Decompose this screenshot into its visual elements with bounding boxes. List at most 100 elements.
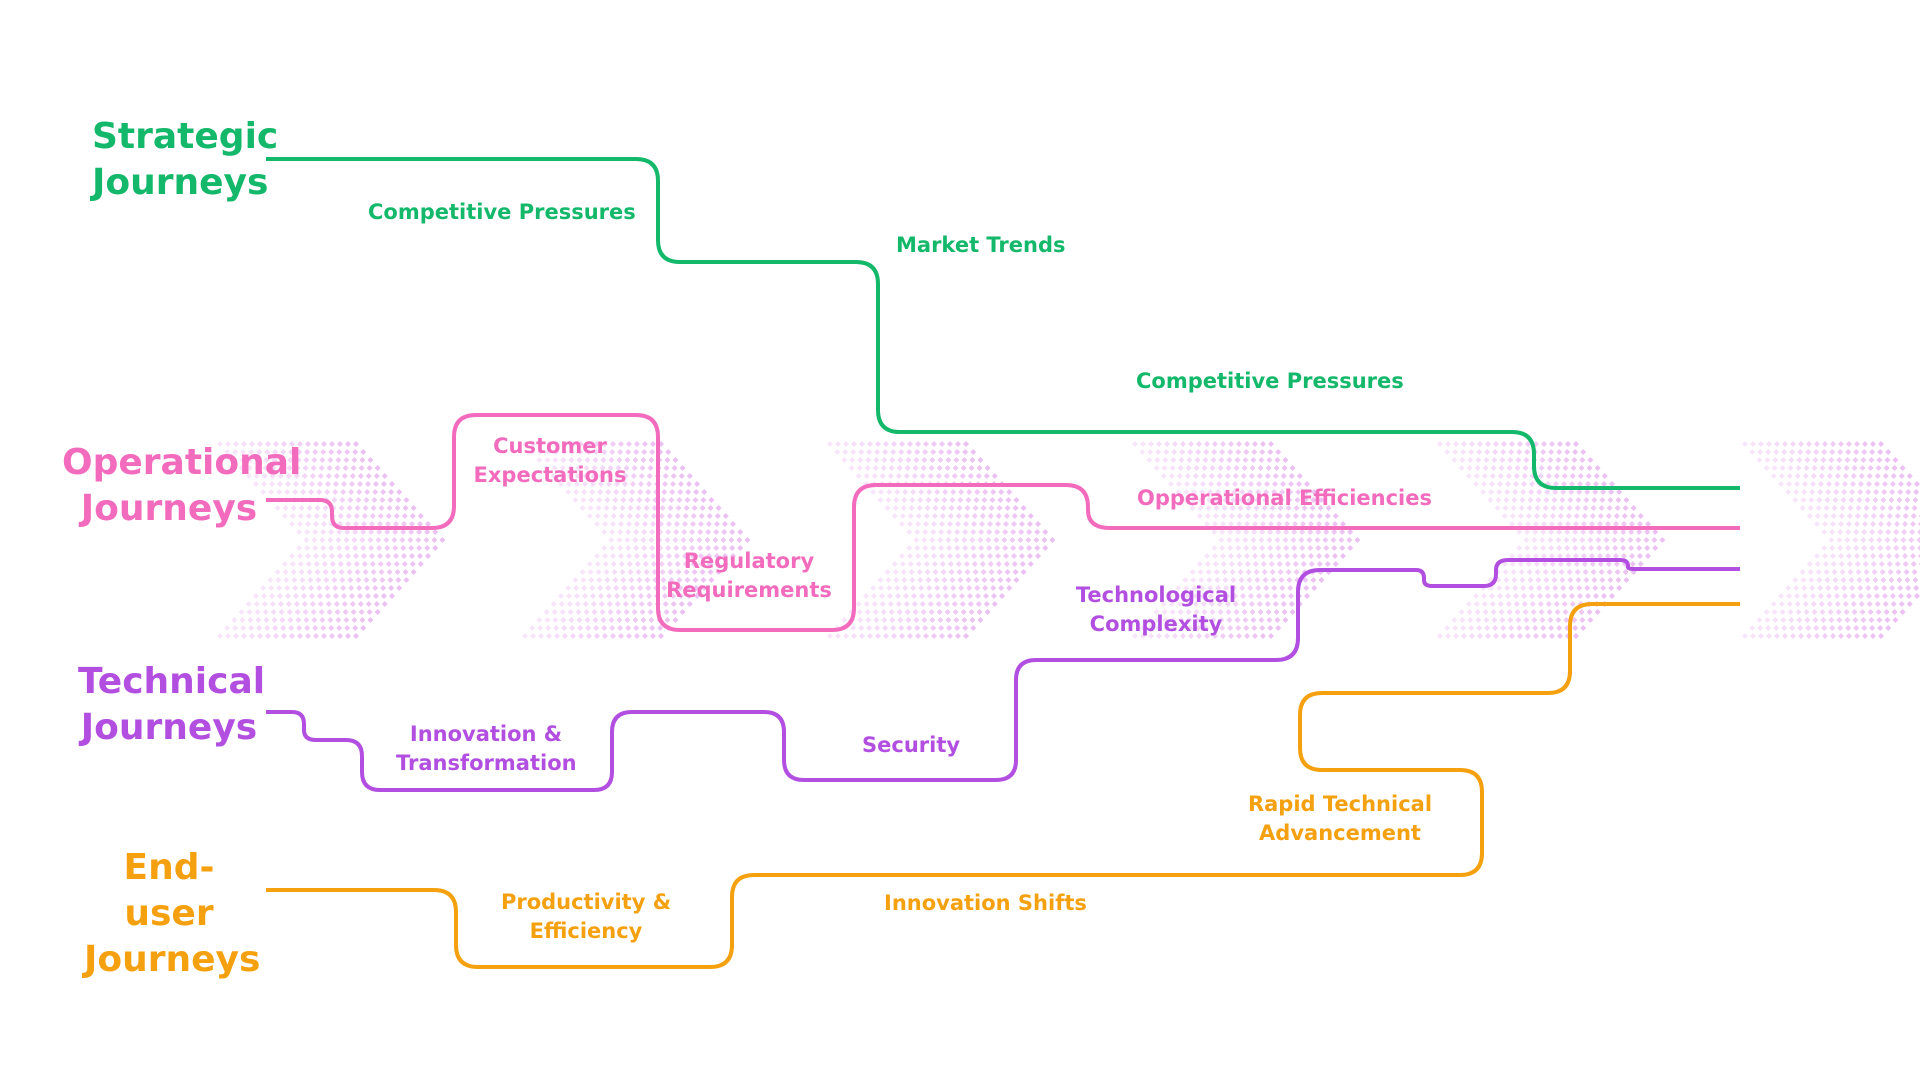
chevron-dot xyxy=(929,457,936,463)
chevron-dot xyxy=(1250,457,1257,463)
chevron-dot xyxy=(1870,561,1877,567)
chevron-dot xyxy=(1580,449,1587,455)
chevron-dot xyxy=(285,593,291,599)
chevron-dot xyxy=(870,489,877,495)
chevron-dot xyxy=(321,553,327,559)
chevron-dot xyxy=(1597,513,1604,519)
chevron-dot xyxy=(1184,593,1190,599)
chevron-dot xyxy=(329,441,335,447)
chevron-dot xyxy=(889,457,896,463)
chevron-dot xyxy=(1555,537,1562,543)
chevron-dot xyxy=(1860,457,1867,463)
chevron-dot xyxy=(1609,593,1615,599)
chevron-dot xyxy=(892,505,899,511)
chevron-dot xyxy=(1187,625,1194,631)
chevron-dot xyxy=(1170,457,1177,463)
chevron-dot xyxy=(947,561,954,567)
chevron-dot xyxy=(1536,489,1543,495)
chevron-dot xyxy=(1765,449,1772,455)
chevron-dot xyxy=(599,609,606,615)
chevron-dot xyxy=(331,577,338,583)
chevron-dot xyxy=(358,465,365,471)
chevron-dot xyxy=(1789,449,1796,455)
chevron-dot xyxy=(963,633,969,639)
chevron-dot xyxy=(297,521,303,527)
chevron-dot xyxy=(630,601,637,607)
chevron-dot xyxy=(968,465,975,471)
chevron-dot xyxy=(367,537,374,543)
chevron-dot xyxy=(903,473,910,479)
chevron-dot xyxy=(1564,545,1571,551)
chevron-dot xyxy=(387,577,394,583)
chevron-dot xyxy=(1593,473,1600,479)
chevron-dot xyxy=(1794,473,1801,479)
chevron-dot xyxy=(997,577,1004,583)
chevron-dot xyxy=(658,633,664,639)
chevron-dot xyxy=(931,521,937,527)
chevron-dot xyxy=(923,441,929,447)
chevron-dot xyxy=(586,513,593,519)
chevron-dot xyxy=(1282,457,1289,463)
chevron-dot xyxy=(690,561,697,567)
chevron-dot xyxy=(1822,633,1828,639)
chevron-dot xyxy=(596,577,603,583)
chevron-dot xyxy=(594,521,600,527)
chevron-dot xyxy=(1847,505,1854,511)
chevron-dot xyxy=(1238,577,1245,583)
chevron-dot xyxy=(1623,497,1630,503)
chevron-dot xyxy=(1535,497,1542,503)
chevron-dot xyxy=(1019,561,1026,567)
chevron-dot xyxy=(1604,529,1611,535)
chevron-dot xyxy=(1814,561,1821,567)
chevron-dot xyxy=(925,497,932,503)
chevron-dot xyxy=(603,569,610,575)
chevron-dot xyxy=(1169,609,1176,615)
chevron-dot xyxy=(1825,489,1832,495)
chevron-dot xyxy=(1212,633,1218,639)
chevron-dot xyxy=(901,577,908,583)
chevron-dot xyxy=(641,625,648,631)
chevron-dot xyxy=(599,465,606,471)
chevron-dot xyxy=(1838,561,1845,567)
chevron-dot xyxy=(312,529,319,535)
chevron-dot xyxy=(634,441,640,447)
chevron-dot xyxy=(676,577,683,583)
chevron-dot xyxy=(1571,617,1578,623)
chevron-dot xyxy=(1249,609,1256,615)
chevron-dot xyxy=(1613,521,1619,527)
chevron-dot xyxy=(1627,537,1634,543)
chevron-dot xyxy=(1574,505,1581,511)
chevron-dot xyxy=(431,537,438,543)
chevron-dot xyxy=(289,561,296,567)
chevron-dot xyxy=(1877,625,1884,631)
chevron-dot xyxy=(1170,617,1177,623)
chevron-dot xyxy=(1577,593,1583,599)
chevron-dot xyxy=(1265,465,1272,471)
chevron-dot xyxy=(859,633,865,639)
chevron-dot xyxy=(389,593,395,599)
chevron-dot xyxy=(369,553,375,559)
chevron-dot xyxy=(1800,497,1807,503)
chevron-dot xyxy=(359,617,366,623)
chevron-dot xyxy=(987,521,993,527)
chevron-dot xyxy=(1854,561,1861,567)
chevron-dot xyxy=(402,505,409,511)
chevron-dot xyxy=(948,505,955,511)
chevron-dot xyxy=(680,537,687,543)
chevron-dot xyxy=(894,489,901,495)
chevron-dot xyxy=(1891,465,1898,471)
chevron-dot xyxy=(915,553,921,559)
chevron-dot xyxy=(1517,441,1523,447)
chevron-dot xyxy=(1826,593,1832,599)
chevron-dot xyxy=(1281,465,1288,471)
chevron-dot xyxy=(969,617,976,623)
chevron-dot xyxy=(887,601,894,607)
chevron-dot xyxy=(1002,545,1009,551)
chevron-dot xyxy=(1273,609,1280,615)
chevron-dot xyxy=(1206,577,1213,583)
chevron-dot xyxy=(946,529,953,535)
chevron-dot xyxy=(293,601,300,607)
chevron-dot xyxy=(1822,441,1828,447)
chevron-dot xyxy=(634,521,640,527)
chevron-dot xyxy=(905,617,912,623)
